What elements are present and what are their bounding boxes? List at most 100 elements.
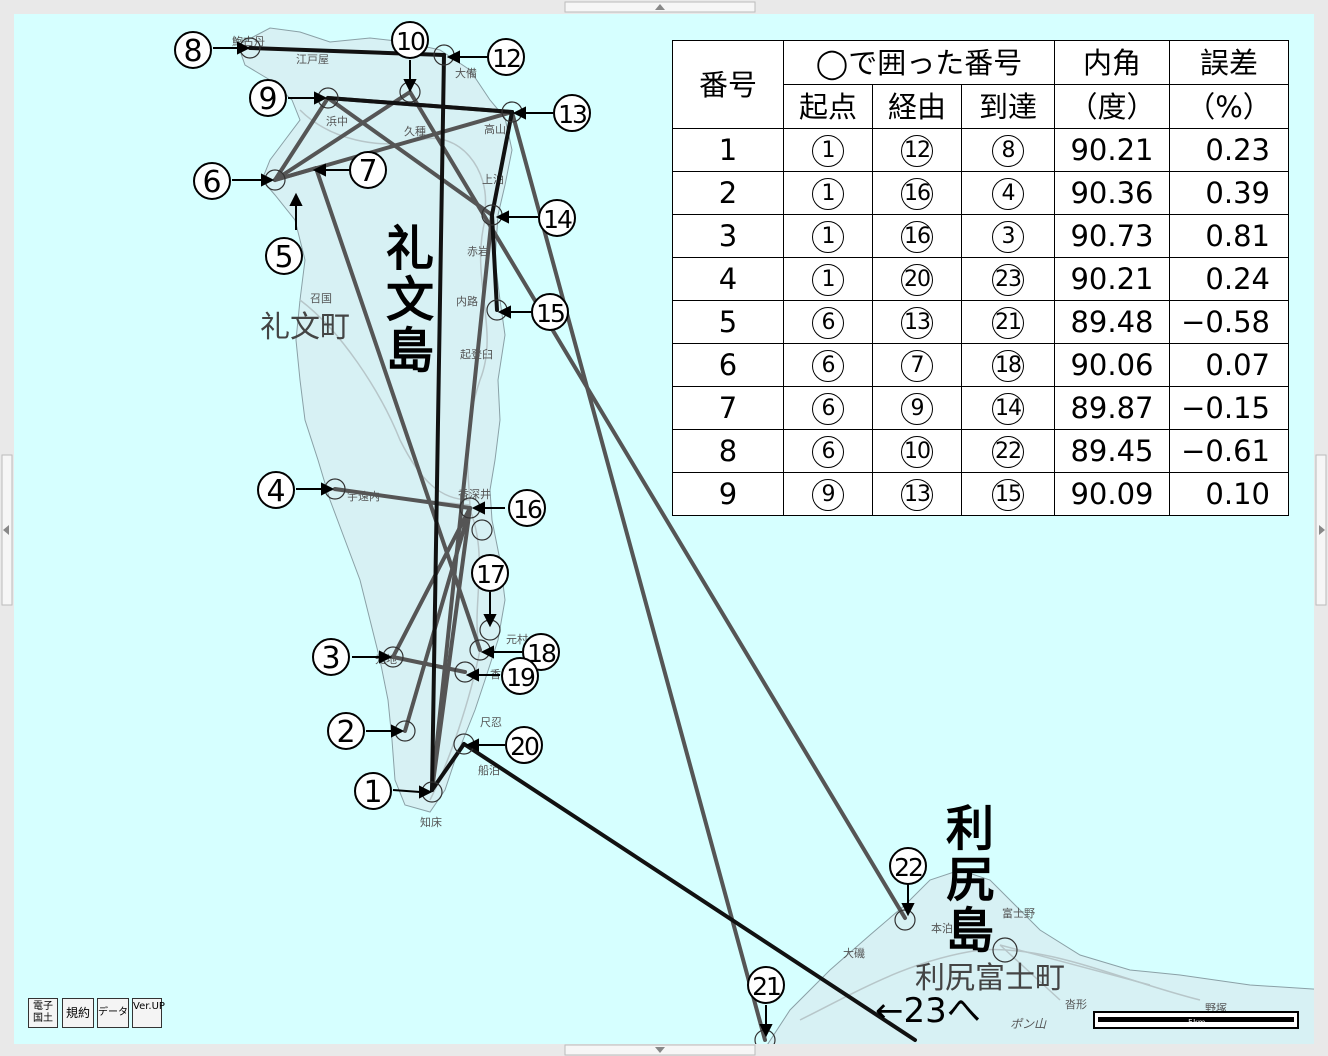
row-angle: 89.48	[1054, 300, 1170, 344]
row-start-value: 6	[812, 436, 844, 468]
row-via: 13	[872, 300, 962, 344]
point-label: 4	[266, 474, 285, 509]
scroll-left-arrow	[3, 525, 9, 535]
row-via: 9	[872, 386, 962, 430]
row-end: 22	[961, 429, 1055, 473]
place-label: 本泊	[931, 921, 953, 935]
town-label-rebun: 礼文町	[260, 310, 350, 345]
row-start: 1	[783, 128, 873, 172]
place-label: 沓形	[1065, 998, 1087, 1011]
point-label: 21	[752, 972, 780, 1001]
row-number: 4	[672, 257, 784, 301]
terms-button[interactable]: 規約	[62, 998, 94, 1028]
place-label: 富士野	[1002, 906, 1035, 920]
point-label: 6	[202, 165, 221, 200]
row-angle: 90.21	[1054, 128, 1170, 172]
row-via: 20	[872, 257, 962, 301]
svg-text:島: 島	[386, 323, 434, 379]
row-error: 0.10	[1169, 472, 1289, 516]
row-angle: 90.09	[1054, 472, 1170, 516]
arrow-to-23-label: ←23へ	[875, 991, 981, 1031]
row-number: 9	[672, 472, 784, 516]
denshi-kokudo-button[interactable]: 電子国土	[28, 998, 58, 1028]
row-start-value: 6	[812, 307, 844, 339]
row-via: 7	[872, 343, 962, 387]
place-label: 船泊	[478, 763, 500, 777]
place-label: 内路	[456, 294, 478, 308]
svg-text:尻: 尻	[946, 852, 994, 908]
row-end-value: 23	[992, 264, 1024, 296]
place-label: 浜中	[326, 115, 348, 128]
row-via: 13	[872, 472, 962, 516]
place-label: 江戸屋	[296, 53, 329, 66]
place-label: 大備	[455, 66, 477, 80]
mountain-label: ポン山	[1010, 1017, 1047, 1031]
row-error: 0.23	[1169, 128, 1289, 172]
data-button[interactable]: データ	[97, 998, 129, 1028]
header-start: 起点	[783, 84, 873, 129]
header-angle-unit: （度）	[1054, 84, 1170, 129]
place-label: 赤岩	[467, 244, 489, 258]
point-label: 3	[321, 641, 340, 676]
row-end-value: 3	[992, 221, 1024, 253]
row-error: −0.58	[1169, 300, 1289, 344]
row-end: 3	[961, 214, 1055, 258]
point-label: 20	[510, 732, 539, 761]
row-start-value: 1	[812, 264, 844, 296]
svg-text:文: 文	[386, 272, 434, 328]
town-label-rishiri: 利尻富士町	[915, 961, 1065, 996]
row-end: 18	[961, 343, 1055, 387]
row-end: 4	[961, 171, 1055, 215]
row-via: 16	[872, 171, 962, 215]
row-number: 6	[672, 343, 784, 387]
row-number: 3	[672, 214, 784, 258]
row-start-value: 1	[812, 178, 844, 210]
row-angle: 90.73	[1054, 214, 1170, 258]
row-via-value: 16	[901, 178, 933, 210]
scroll-down-arrow	[655, 1047, 665, 1053]
place-label: 知床	[420, 815, 442, 829]
row-angle: 90.06	[1054, 343, 1170, 387]
row-start: 6	[783, 386, 873, 430]
scroll-right-arrow	[1319, 525, 1325, 535]
row-error: 0.24	[1169, 257, 1289, 301]
row-end-value: 22	[992, 436, 1024, 468]
row-end-value: 14	[992, 393, 1024, 425]
place-label: 元村	[506, 632, 528, 646]
version-up-button[interactable]: Ver.UP	[132, 998, 165, 1028]
point-label: 15	[536, 299, 564, 328]
row-end: 21	[961, 300, 1055, 344]
row-end-value: 18	[992, 350, 1024, 382]
point-label: 12	[492, 44, 520, 73]
row-end-value: 15	[992, 479, 1024, 511]
header-error: 誤差	[1169, 40, 1289, 85]
point-labels: 1 2 3 4 5 6 7 8 9 10 12 13 14 15 16 17 1…	[174, 21, 927, 1004]
place-label: 尺忍	[480, 716, 502, 729]
svg-text:礼: 礼	[386, 221, 434, 277]
point-arrows	[213, 41, 915, 1038]
point-label: 13	[558, 100, 586, 129]
place-label: 香深井	[458, 487, 491, 501]
row-number: 5	[672, 300, 784, 344]
row-start-value: 6	[812, 350, 844, 382]
row-via-value: 12	[901, 135, 933, 167]
header-via: 経由	[872, 84, 962, 129]
row-start: 6	[783, 300, 873, 344]
svg-text:利: 利	[946, 801, 994, 857]
row-number: 1	[672, 128, 784, 172]
row-start: 6	[783, 343, 873, 387]
svg-text:島: 島	[946, 903, 994, 959]
row-start-value: 9	[812, 479, 844, 511]
row-error: 0.39	[1169, 171, 1289, 215]
place-label: 大磯	[843, 946, 865, 960]
header-number: 番号	[672, 40, 784, 129]
place-label: 高山	[484, 122, 506, 136]
row-start: 1	[783, 171, 873, 215]
scroll-arrows[interactable]	[3, 4, 1325, 1053]
header-group: ◯で囲った番号	[783, 40, 1055, 85]
row-end: 14	[961, 386, 1055, 430]
point-label: 10	[396, 27, 425, 56]
